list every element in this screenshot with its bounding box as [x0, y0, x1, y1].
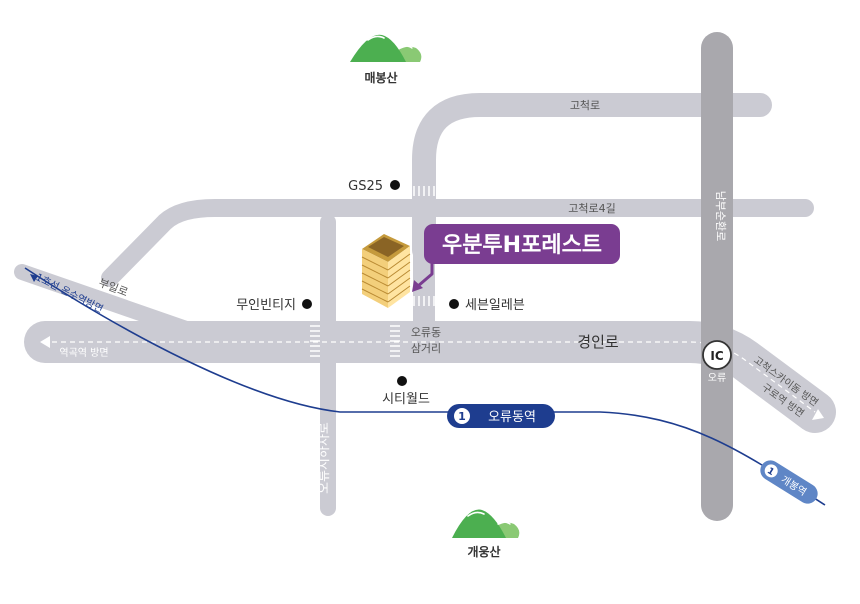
- mountain-gaeung-label: 개웅산: [467, 544, 500, 559]
- interchange-label: 오류: [708, 372, 726, 384]
- gocheok-ro-road: [412, 93, 772, 262]
- subway-direction-arrow-icon: [30, 274, 38, 282]
- seven-eleven-label: 세븐일레븐: [465, 298, 525, 313]
- building-icon: [361, 234, 411, 308]
- interchange-badge-text: IC: [710, 349, 723, 363]
- gaebong-station: 1 개봉역: [760, 460, 818, 504]
- gs25-dot: [390, 180, 400, 190]
- subway-line-1: [24, 267, 826, 506]
- to-yeokgok-label: 역곡역 방면: [59, 347, 108, 359]
- intersection-label-line2: 삼거리: [411, 342, 441, 355]
- gocheok-ro-label: 고척로: [570, 99, 600, 112]
- oryudong-line-number: 1: [458, 410, 466, 423]
- mountain-gaeung: [452, 509, 520, 538]
- oryu-underpass-label: 오류지하차로: [317, 422, 332, 494]
- nambu-ring-road-label: 남부순환로: [714, 191, 727, 242]
- interchange-badge: IC 오류: [702, 340, 732, 384]
- muin-villa-label: 무인빈티지: [236, 298, 296, 313]
- gs25-label: GS25: [348, 179, 383, 194]
- arrow-right-icon: [812, 409, 824, 420]
- seven-eleven-dot: [449, 299, 459, 309]
- destination-arrowhead-icon: [412, 280, 423, 292]
- gaebong-line-number: 1: [765, 466, 776, 478]
- roads: [14, 93, 836, 516]
- oryudong-station: 1 오류동역: [447, 404, 555, 428]
- muin-villa-dot: [302, 299, 312, 309]
- city-world-dot: [397, 376, 407, 386]
- destination-name: 우분투H포레스트: [442, 233, 602, 258]
- city-world-label: 시티월드: [382, 392, 430, 407]
- mountain-maebong-label: 매봉산: [364, 70, 397, 85]
- gocheok-ro-4gil-road: [101, 199, 814, 287]
- destination-label: 우분투H포레스트: [424, 224, 620, 264]
- mountain-maebong: [350, 34, 422, 62]
- oryudong-station-name: 오류동역: [488, 410, 536, 425]
- gyeongin-ro-label: 경인로: [577, 333, 619, 351]
- intersection-label-line1: 오류동: [411, 326, 441, 339]
- crosswalks: [310, 186, 435, 357]
- arrow-left-icon: [40, 336, 50, 348]
- gocheok-ro-4gil-label: 고척로4길: [568, 202, 615, 215]
